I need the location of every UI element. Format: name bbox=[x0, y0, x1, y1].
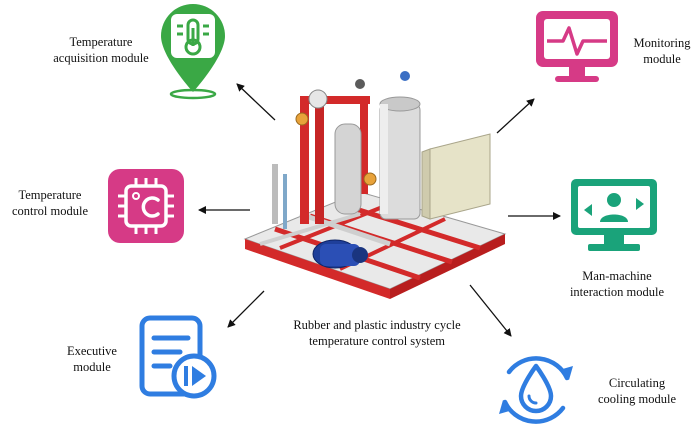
arrow-to-executive bbox=[227, 290, 265, 328]
man-machine-label: Man-machine interaction module bbox=[569, 269, 665, 299]
water-drop-cycle-icon bbox=[499, 356, 573, 424]
document-play-icon bbox=[139, 315, 217, 399]
arrow-to-circulating-cooling bbox=[469, 284, 512, 337]
temperature-acquisition-label: Temperature acquisition module bbox=[53, 35, 149, 65]
temperature-control-label: Temperature control module bbox=[11, 188, 89, 218]
celsius-chip-icon bbox=[108, 169, 184, 243]
monitoring-label: Monitoring module bbox=[633, 36, 691, 66]
circulating-cooling-label: Circulating cooling module bbox=[597, 376, 677, 406]
monitor-pulse-icon bbox=[536, 11, 618, 82]
monitor-user-icon bbox=[571, 179, 657, 251]
center-caption-line1: Rubber and plastic industry cycle bbox=[293, 318, 461, 332]
center-caption-line2: temperature control system bbox=[308, 334, 446, 348]
arrow-to-temperature-acquisition bbox=[236, 83, 276, 121]
thermometer-pin-icon bbox=[161, 4, 225, 100]
executive-label: Executive module bbox=[67, 344, 117, 374]
center-caption: Rubber and plastic industry cycle temper… bbox=[274, 317, 480, 349]
cycle-temperature-control-machine bbox=[243, 71, 507, 299]
arrow-to-monitoring bbox=[496, 98, 535, 134]
